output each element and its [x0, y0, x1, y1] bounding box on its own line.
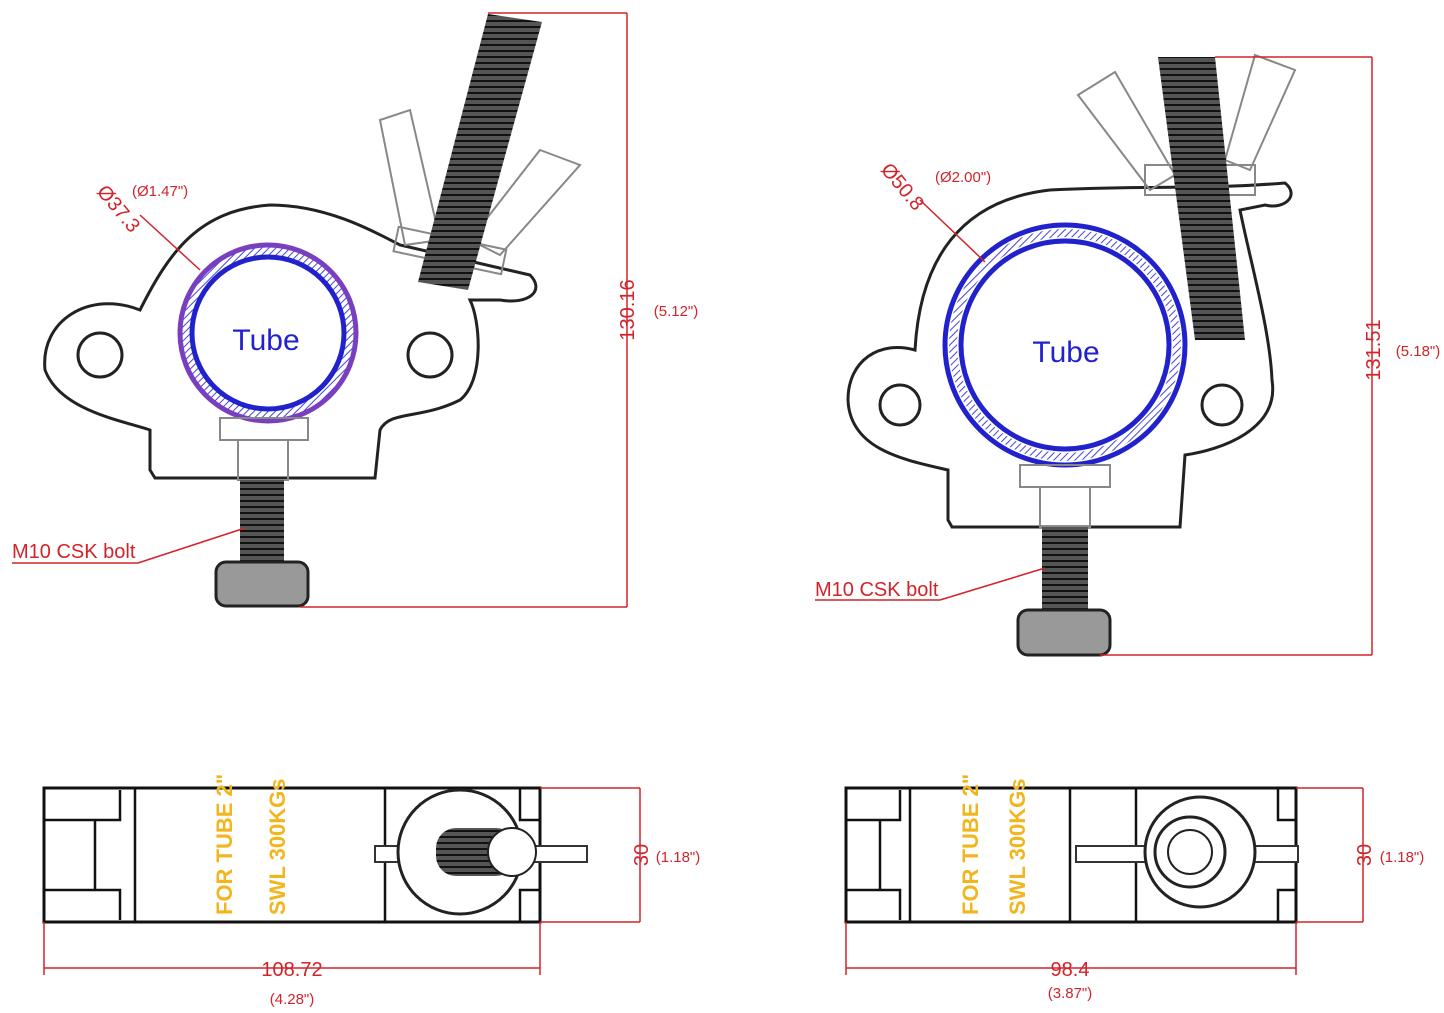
left-pivot-hole: [76, 331, 124, 379]
top-threaded-bolt: [418, 14, 542, 290]
height-mm: 131.51: [1363, 319, 1385, 380]
height-in: (5.12"): [654, 303, 699, 320]
swl-label: SWL 300KGs: [1005, 778, 1030, 915]
right-pivot-hole: [406, 331, 454, 379]
diameter-in: (Ø1.47"): [132, 183, 188, 200]
thickness-mm: 30: [631, 844, 653, 866]
height-mm: 130.16: [617, 279, 639, 340]
bolt-leader: [137, 527, 246, 564]
width-mm: 108.72: [261, 959, 322, 981]
diameter-mm: Ø50.8: [876, 159, 928, 215]
bottom-threaded-bolt: [240, 480, 284, 565]
bolt-core: [1167, 829, 1213, 875]
right-clamp-side-view: Tube 131.51 (5.18") Ø50.8 (Ø2.00") M10 C…: [815, 53, 1441, 657]
thickness-in: (1.18"): [656, 849, 701, 866]
width-mm: 98.4: [1051, 959, 1090, 981]
top-threaded-bolt: [1158, 57, 1245, 340]
tube-size-label: FOR TUBE 2": [958, 774, 983, 915]
hex-nut: [214, 560, 310, 608]
height-in: (5.18"): [1396, 343, 1441, 360]
hex-nut: [1016, 608, 1112, 657]
tube-inner-circle: [958, 238, 1172, 452]
diameter-in: (Ø2.00"): [935, 169, 991, 186]
swl-label: SWL 300KGs: [265, 778, 290, 915]
thickness-in: (1.18"): [1380, 849, 1425, 866]
tube-wall: [949, 229, 1181, 461]
right-clamp-top-view: FOR TUBE 2" SWL 300KGs 30 (1.18") 98.4 (…: [844, 774, 1425, 1002]
tube-label: Tube: [232, 324, 299, 357]
tube-label: Tube: [1032, 336, 1099, 369]
bolt-leader: [939, 567, 1046, 601]
left-clamp-side-view: Tube 130.16 (5.12") Ø37.3 (Ø1.47") M10 C…: [12, 12, 699, 608]
bolt-end: [487, 827, 537, 877]
thickness-mm: 30: [1354, 844, 1376, 866]
tube-outer-circle: [177, 242, 359, 424]
diameter-leader: [139, 214, 201, 271]
right-pivot-hole: [1200, 383, 1244, 427]
tube-inner-circle: [189, 254, 347, 412]
tube-wall: [182, 247, 354, 419]
left-pivot-hole: [878, 383, 922, 427]
width-in: (3.87"): [1048, 985, 1093, 1002]
tube-size-label: FOR TUBE 2": [212, 774, 237, 915]
bottom-threaded-bolt: [1042, 527, 1088, 612]
left-clamp-top-view: FOR TUBE 2" SWL 300KGs 30 (1.18") 108.72…: [42, 774, 701, 1008]
width-in: (4.28"): [270, 991, 315, 1008]
bolt-label: M10 CSK bolt: [12, 541, 136, 563]
bolt-label: M10 CSK bolt: [815, 579, 939, 601]
diameter-leader: [919, 199, 986, 263]
